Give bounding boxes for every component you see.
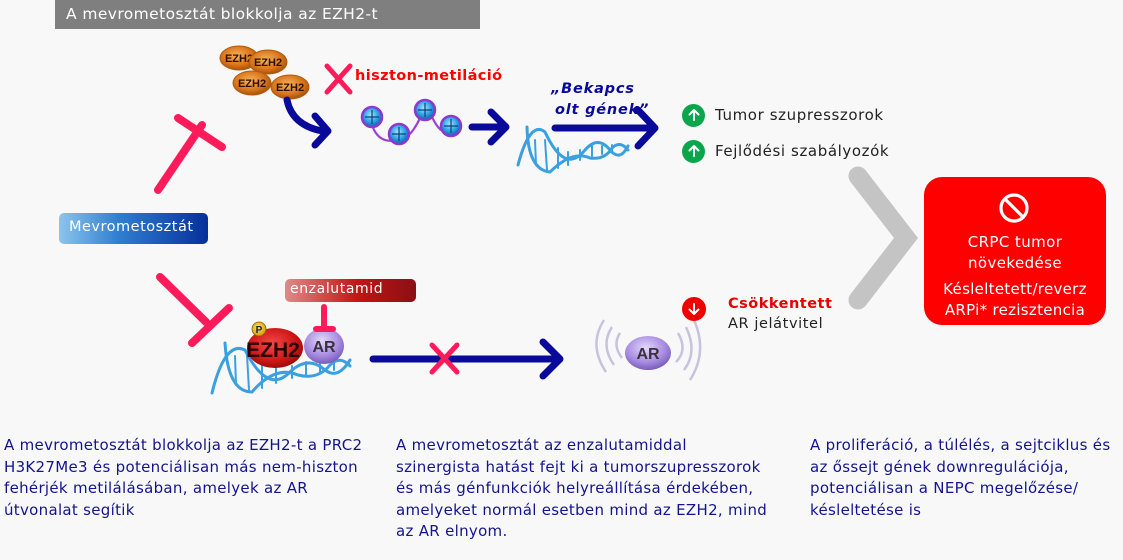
result-line-1: CRPC tumor bbox=[967, 233, 1063, 251]
ar-complex-label: AR bbox=[312, 339, 336, 356]
switched-on-genes-label: „Bekapcs olt gének” bbox=[551, 79, 661, 121]
outcome-label: Fejlődési szabályozók bbox=[715, 142, 890, 160]
arrow-right-bottom-icon bbox=[369, 338, 564, 380]
inhibitor-bottom-icon bbox=[156, 273, 233, 347]
phospho-label: P bbox=[256, 325, 263, 336]
ezh2-cluster-icon: EZH2 EZH2 EZH2 EZH2 bbox=[219, 45, 310, 100]
caption-middle: A mevrometosztát az enzalutamiddal szine… bbox=[396, 436, 768, 540]
free-ar-label: AR bbox=[636, 346, 660, 363]
outcome-label: Tumor szupresszorok bbox=[715, 106, 884, 124]
reduced-signaling-subtitle: AR jelátvitel bbox=[728, 316, 824, 332]
curved-arrow-icon bbox=[283, 96, 332, 149]
ar-complex-icon: AR bbox=[304, 328, 344, 364]
ezh2-complex-icon: EZH2 P bbox=[246, 321, 303, 368]
result-line-2: növekedése bbox=[968, 254, 1062, 272]
chevron-right-icon bbox=[848, 166, 919, 310]
ezh2-label: EZH2 bbox=[254, 57, 282, 69]
result-line-3: Késleltetett/reverz bbox=[943, 280, 1087, 298]
arrow-up-circle-icon bbox=[682, 139, 705, 163]
nucleosome-chain-icon bbox=[360, 98, 463, 146]
dna-helix-icon bbox=[516, 125, 630, 174]
inhibitor-top-icon bbox=[154, 114, 226, 194]
outcome-tumor-suppressors: Tumor szupresszorok bbox=[682, 103, 884, 127]
prohibited-icon bbox=[999, 193, 1029, 223]
switched-on-genes-line2: olt gének” bbox=[555, 102, 650, 118]
ar-signal-icon: AR bbox=[595, 319, 702, 381]
inhibitor-enzalutamide-icon bbox=[313, 304, 336, 332]
header-title: A mevrometosztát blokkolja az EZH2-t bbox=[55, 0, 480, 29]
ezh2-label: EZH2 bbox=[238, 78, 266, 90]
arrow-up-circle-icon bbox=[682, 103, 705, 127]
switched-on-genes-line1: „Bekapcs bbox=[551, 81, 635, 97]
arrow-right-long-icon bbox=[551, 106, 659, 150]
enzalutamide-label: enzalutamid bbox=[285, 279, 416, 302]
dna-helix-bottom-icon bbox=[210, 341, 352, 395]
drug-label: Mevrometosztát bbox=[59, 213, 208, 244]
ezh2-label: EZH2 bbox=[225, 53, 253, 65]
blocked-x-icon bbox=[324, 63, 353, 95]
caption-left: A mevrometosztát blokkolja az EZH2-t a P… bbox=[4, 436, 363, 519]
arrow-right-icon bbox=[468, 108, 510, 146]
caption-right: A proliferáció, a túlélés, a sejtciklus … bbox=[810, 436, 1111, 519]
reduced-signaling-title: Csökkentett bbox=[728, 296, 833, 312]
result-box: CRPC tumor növekedése Késleltetett/rever… bbox=[924, 177, 1106, 325]
ezh2-label: EZH2 bbox=[276, 82, 304, 94]
blocked-x-bottom-icon bbox=[429, 342, 460, 375]
outcome-developmental-regulators: Fejlődési szabályozók bbox=[682, 139, 889, 163]
ezh2-complex-label: EZH2 bbox=[246, 339, 300, 362]
arrow-down-circle-icon bbox=[682, 297, 706, 321]
result-line-4: ARPi* rezisztencia bbox=[944, 301, 1086, 319]
histone-methylation-label: hiszton-metiláció bbox=[355, 68, 503, 84]
